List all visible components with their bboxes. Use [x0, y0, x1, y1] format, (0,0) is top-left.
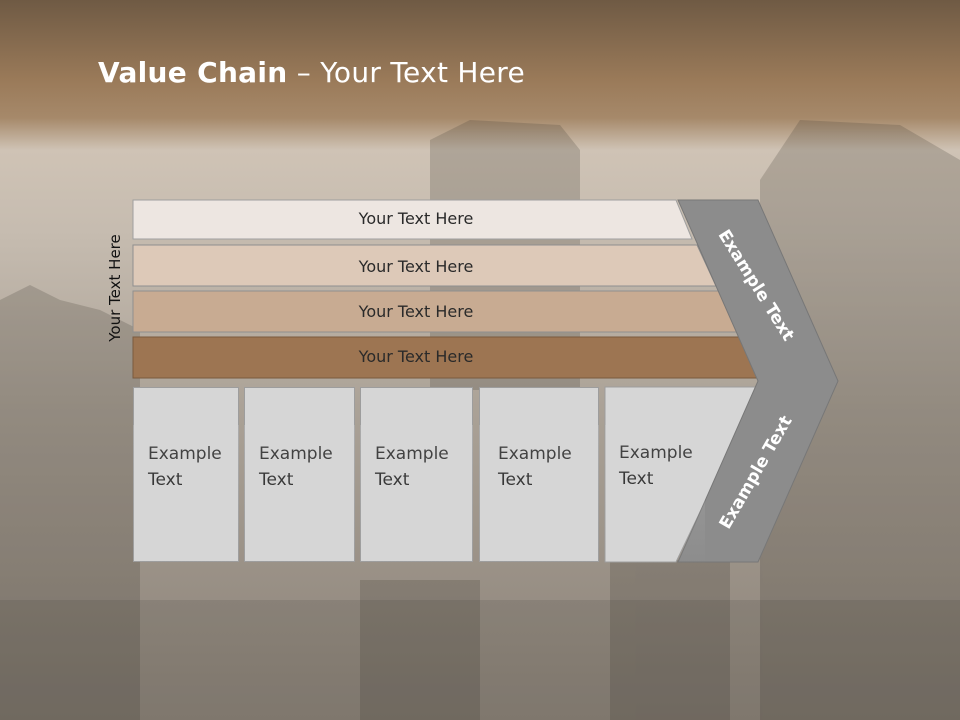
cell-reflection: [605, 425, 705, 565]
chain-cell-4: Example Text: [479, 387, 599, 562]
cell-reflection: [244, 425, 355, 565]
chevron-arrow: [677, 199, 839, 563]
chain-cell-1: Example Text: [133, 387, 239, 562]
chain-cell-2: Example Text: [244, 387, 355, 562]
bar-label-4: Your Text Here: [358, 347, 474, 366]
chain-cell-text: Example Text: [498, 444, 572, 490]
cell-last-shape: [604, 386, 761, 563]
bar-label-2: Your Text Here: [358, 257, 474, 276]
cell-reflection: [133, 425, 239, 565]
chain-cell-5: Example Text: [605, 387, 705, 562]
bar-label-3: Your Text Here: [358, 302, 474, 321]
page-title: Value Chain – Your Text Here: [98, 56, 526, 89]
chain-cell-text: Example Text: [375, 444, 449, 490]
bar-shape-1: [132, 199, 693, 240]
chain-cell-text: Example Text: [259, 444, 333, 490]
bar-label-1: Your Text Here: [358, 209, 474, 228]
chain-cell-3: Example Text: [360, 387, 473, 562]
cell-reflection: [479, 425, 599, 565]
cell-reflection: [360, 425, 473, 565]
chain-cell-text: Example Text: [148, 444, 222, 490]
chain-cell-text: Example Text: [619, 443, 693, 489]
